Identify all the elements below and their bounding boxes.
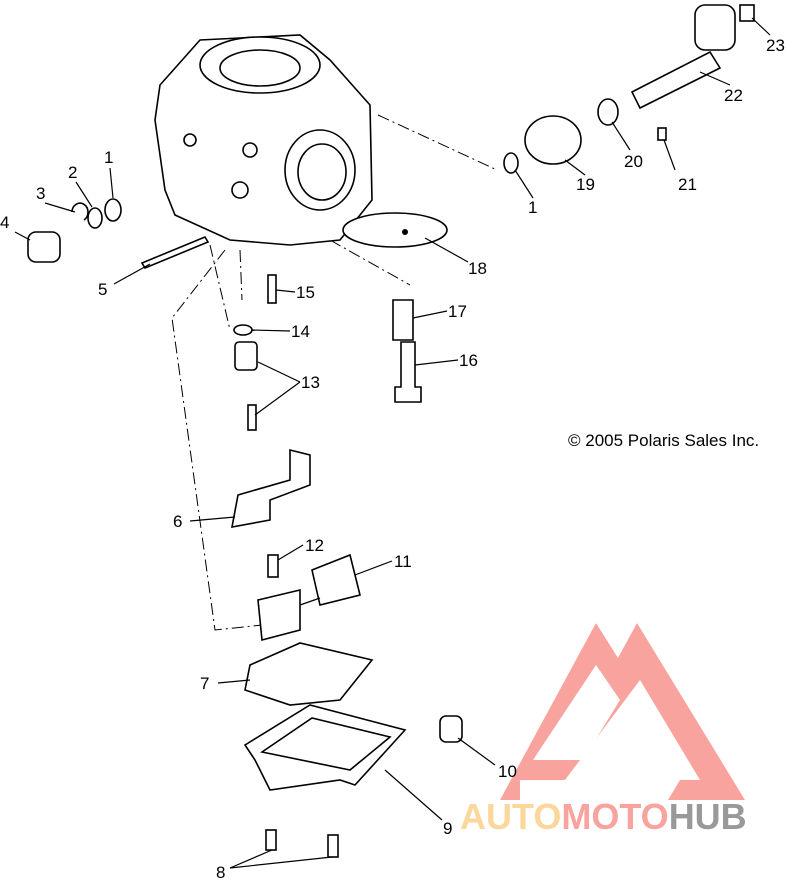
part-12-screw: [267, 554, 279, 578]
callout-17: 17: [448, 302, 467, 321]
callout-15: 15: [296, 283, 315, 302]
part-20-bushing: [597, 98, 619, 126]
callout-7: 7: [200, 674, 209, 693]
callout-9: 9: [443, 819, 452, 838]
callout-12: 12: [305, 536, 324, 555]
part-11-float-b: [311, 553, 361, 606]
part-7-gasket: [244, 642, 374, 706]
callout-23: 23: [766, 36, 785, 55]
callout-16: 16: [459, 351, 478, 370]
part-15-jet: [267, 274, 277, 304]
part-18-diaphragm: [342, 212, 448, 248]
copyright-notice: © 2005 Polaris Sales Inc.: [568, 431, 760, 450]
part-13-needle: [247, 404, 257, 431]
part-22-shaft: [630, 50, 722, 110]
watermark-text: AUTOMOTOHUB: [460, 796, 747, 838]
watermark-auto: AUTO: [460, 796, 562, 837]
watermark-hub: HUB: [668, 796, 747, 837]
callout-11: 11: [394, 552, 412, 571]
callout-18: 18: [468, 259, 487, 278]
part-13-needle-seat: [234, 341, 258, 371]
callout-10: 10: [498, 762, 517, 781]
callout-5: 5: [98, 280, 107, 299]
part-5-pin: [140, 235, 210, 270]
watermark-moto: MOTO: [561, 796, 669, 837]
callout-2: 2: [68, 163, 77, 182]
part-8-screw-b: [327, 834, 339, 858]
part-17-spring: [392, 299, 414, 341]
part-11-float-a: [257, 588, 301, 642]
part-3-clip: [71, 202, 89, 221]
callout-19: 19: [576, 175, 595, 194]
callout-6: 6: [173, 512, 182, 531]
part-14-oring: [233, 324, 253, 336]
watermark-logo: [500, 623, 745, 800]
part-8-screw-a: [265, 829, 277, 851]
callout-14: 14: [291, 322, 310, 341]
part-1-seal: [104, 198, 122, 222]
part-2-washer: [87, 207, 103, 229]
callout-4: 4: [0, 213, 9, 232]
callout-13: 13: [301, 373, 320, 392]
callout-22: 22: [724, 86, 743, 105]
part-22-lever: [694, 4, 736, 51]
callout-20: 20: [624, 152, 643, 171]
leader-lines: [14, 17, 771, 869]
part-23-screw: [739, 4, 755, 22]
callout-21: 21: [678, 175, 697, 194]
part-6-bracket: [230, 448, 311, 528]
part-21-screw: [657, 127, 667, 141]
carburetor-body: [154, 34, 373, 246]
part-16-screw: [394, 341, 422, 403]
part-1-seal-right: [503, 152, 519, 174]
callout-1-right: 1: [528, 198, 537, 217]
part-4-cap: [27, 231, 61, 263]
callout-1: 1: [104, 148, 113, 167]
callout-8: 8: [216, 863, 225, 880]
callout-3: 3: [36, 184, 45, 203]
part-19-spring: [524, 115, 582, 165]
part-10-drain-screw: [439, 715, 463, 743]
